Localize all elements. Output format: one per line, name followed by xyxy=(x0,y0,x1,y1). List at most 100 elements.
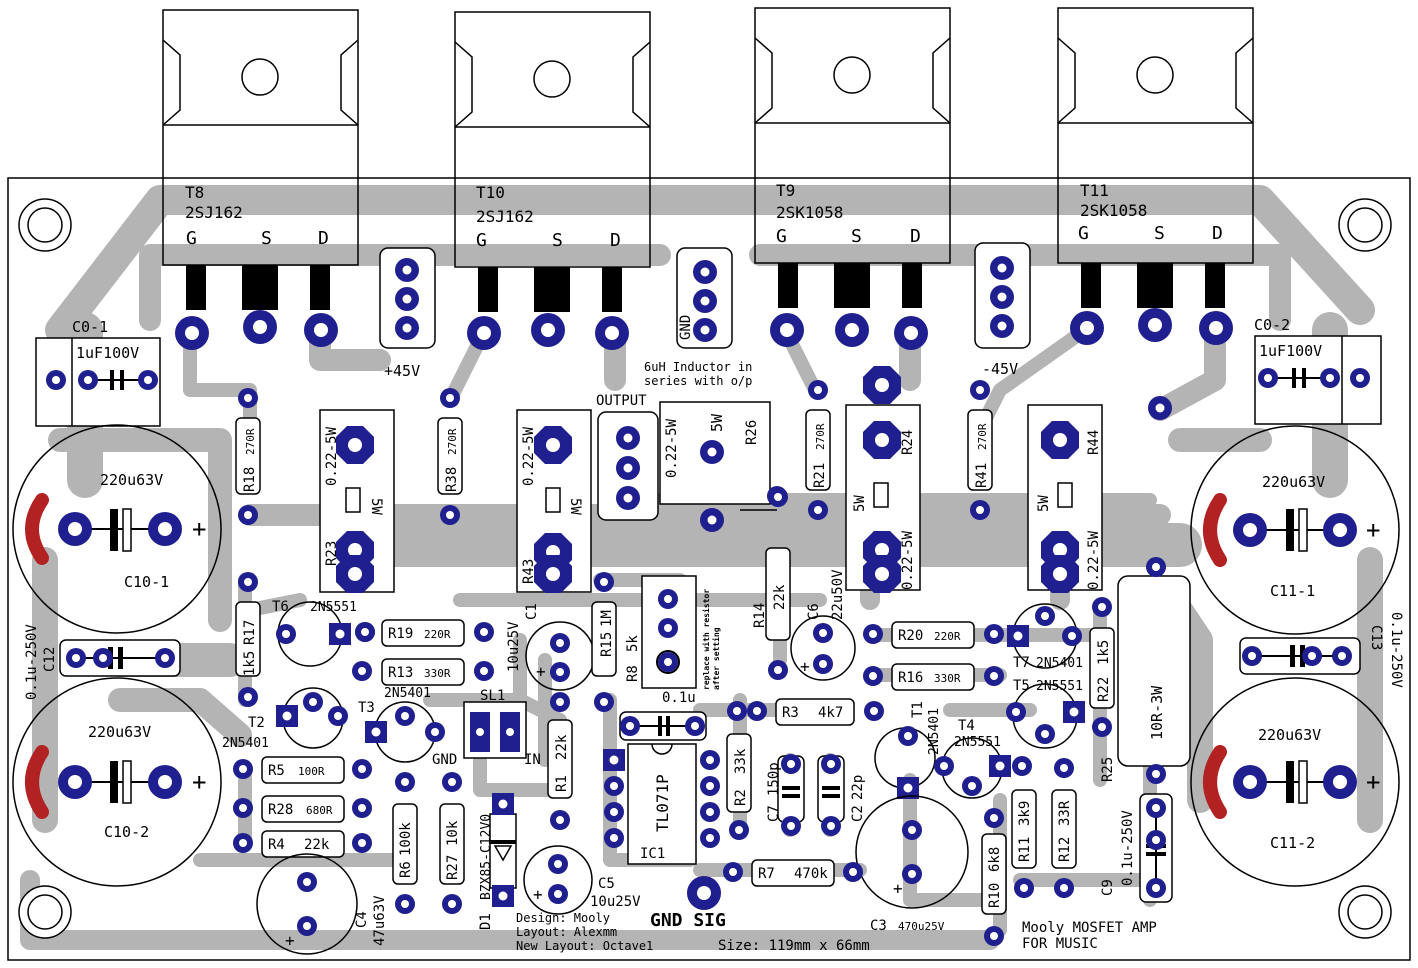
t11-part: 2SK1058 xyxy=(1080,201,1147,220)
capacitor-C0-2 xyxy=(1254,335,1382,425)
resistor-R21 xyxy=(805,380,831,520)
ic1-ref: IC1 xyxy=(640,846,665,862)
c101-val: 220u63V xyxy=(100,471,163,489)
resistor-R15 xyxy=(591,572,617,712)
t8-pin-d: D xyxy=(318,228,329,249)
r44-ref: R44 xyxy=(1086,430,1102,455)
r24-val: 0.22-5W xyxy=(900,530,916,590)
r3-ref: R3 xyxy=(782,705,799,721)
resistor-R4 xyxy=(233,830,372,858)
r11-val: 3k9 xyxy=(1017,801,1033,826)
t1-part: 2N5401 xyxy=(927,708,942,755)
transistor-T3 xyxy=(365,701,445,763)
c5-val: 10u25V xyxy=(590,894,641,910)
resistor-R12 xyxy=(1051,758,1077,898)
trim-note-2: after setting xyxy=(711,627,721,690)
t9-part: 2SK1058 xyxy=(776,203,843,222)
c102-val: 220u63V xyxy=(88,723,151,741)
capacitor-C10-1: + xyxy=(12,424,222,634)
c112-ref: C11-2 xyxy=(1270,834,1315,852)
r8-val: 5k xyxy=(625,635,641,652)
t1-ref: T1 xyxy=(910,701,926,718)
t10-pin-s: S xyxy=(552,230,563,251)
r19-ref: R19 xyxy=(388,626,413,642)
credit-design: Design: Mooly xyxy=(516,911,610,925)
board-size: Size: 119mm x 66mm xyxy=(718,938,870,954)
c12-ref: C12 xyxy=(42,647,58,672)
r7-val: 470k xyxy=(794,866,828,882)
capacitor-C4: + xyxy=(256,853,358,955)
sl1-gnd: GND xyxy=(432,752,457,768)
capacitor-C7 xyxy=(777,754,805,836)
t2-ref: T2 xyxy=(248,715,265,731)
r44-val: 0.22-5W xyxy=(1086,530,1102,590)
ic1-part: TL071P xyxy=(653,774,672,832)
resistor-R38 xyxy=(437,388,463,525)
resistor-R13 xyxy=(352,658,494,686)
resistor-R22 xyxy=(1089,597,1115,737)
pos-rail-label: +45V xyxy=(384,362,420,380)
r12-val: 33R xyxy=(1057,800,1073,826)
t7-part: 2N5401 xyxy=(1036,656,1083,671)
r16-ref: R16 xyxy=(898,670,923,686)
svg-text:+: + xyxy=(536,662,546,681)
c5-ref: C5 xyxy=(598,876,615,892)
svg-text:+: + xyxy=(800,657,810,676)
svg-text:+: + xyxy=(192,515,206,543)
t11-pin-s: S xyxy=(1154,223,1165,244)
resistor-R2 xyxy=(726,733,752,840)
t10-pin-d: D xyxy=(610,230,621,251)
neg-rail-label: -45V xyxy=(982,360,1018,378)
r41-ref: R41 xyxy=(974,463,990,488)
r12-ref: R12 xyxy=(1057,837,1073,862)
resistor-R1 xyxy=(547,692,573,830)
r26-ref: R26 xyxy=(744,420,760,445)
c112-val: 220u63V xyxy=(1258,726,1321,744)
t9-ref: T9 xyxy=(776,181,795,200)
r28-val: 680R xyxy=(306,804,333,817)
credit-new-layout: New Layout: Octave1 xyxy=(516,939,653,953)
r14-ref: R14 xyxy=(752,603,768,628)
transistor-T4 xyxy=(934,737,1032,799)
resistor-R14 xyxy=(765,487,791,680)
svg-text:+: + xyxy=(893,879,903,898)
c9-ref: C9 xyxy=(1100,879,1116,896)
diode-D1 xyxy=(489,793,517,907)
svg-text:+: + xyxy=(1366,516,1380,544)
c101-ref: C10-1 xyxy=(124,573,169,591)
mounting-hole xyxy=(18,198,72,252)
r1-ref: R1 xyxy=(554,775,570,792)
resistor-R27 xyxy=(439,772,465,914)
r24-ref: R24 xyxy=(900,430,916,455)
r10-ref: R10 xyxy=(987,883,1003,908)
capacitor-C3: + xyxy=(855,795,969,909)
t8-pin-g: G xyxy=(186,228,197,249)
connector-SL1 xyxy=(463,701,527,759)
svg-text:+: + xyxy=(285,931,295,950)
r18-ref: R18 xyxy=(242,467,258,492)
mounting-hole xyxy=(1338,885,1392,939)
inductor-note-1: 6uH Inductor in xyxy=(644,360,752,374)
c2-val: 22p xyxy=(850,775,866,800)
r20-val: 220R xyxy=(934,630,961,643)
resistor-R41 xyxy=(967,380,993,520)
r15-val: 1M xyxy=(599,610,615,627)
board-subtitle: FOR MUSIC xyxy=(1022,936,1098,952)
c6-val: 22u50V xyxy=(830,569,846,620)
r4-val: 22k xyxy=(304,837,330,853)
resistor-R25 xyxy=(1117,557,1191,784)
sl1-in: IN xyxy=(524,752,541,768)
svg-text:+: + xyxy=(1366,768,1380,796)
r23-w: 5W xyxy=(368,498,384,515)
c4-ref: C4 xyxy=(354,911,370,928)
r5-val: 100R xyxy=(298,765,325,778)
r20-ref: R20 xyxy=(898,628,923,644)
r19-val: 220R xyxy=(424,628,451,641)
r22-ref: R22 xyxy=(1096,677,1112,702)
c13-ref: C13 xyxy=(1368,625,1384,650)
r15-ref: R15 xyxy=(599,632,615,657)
t11-ref: T11 xyxy=(1080,181,1109,200)
connector-neg-rail xyxy=(974,242,1031,349)
capacitor-C10-2: + xyxy=(12,677,222,887)
gnd-conn-label: GND xyxy=(678,315,694,340)
